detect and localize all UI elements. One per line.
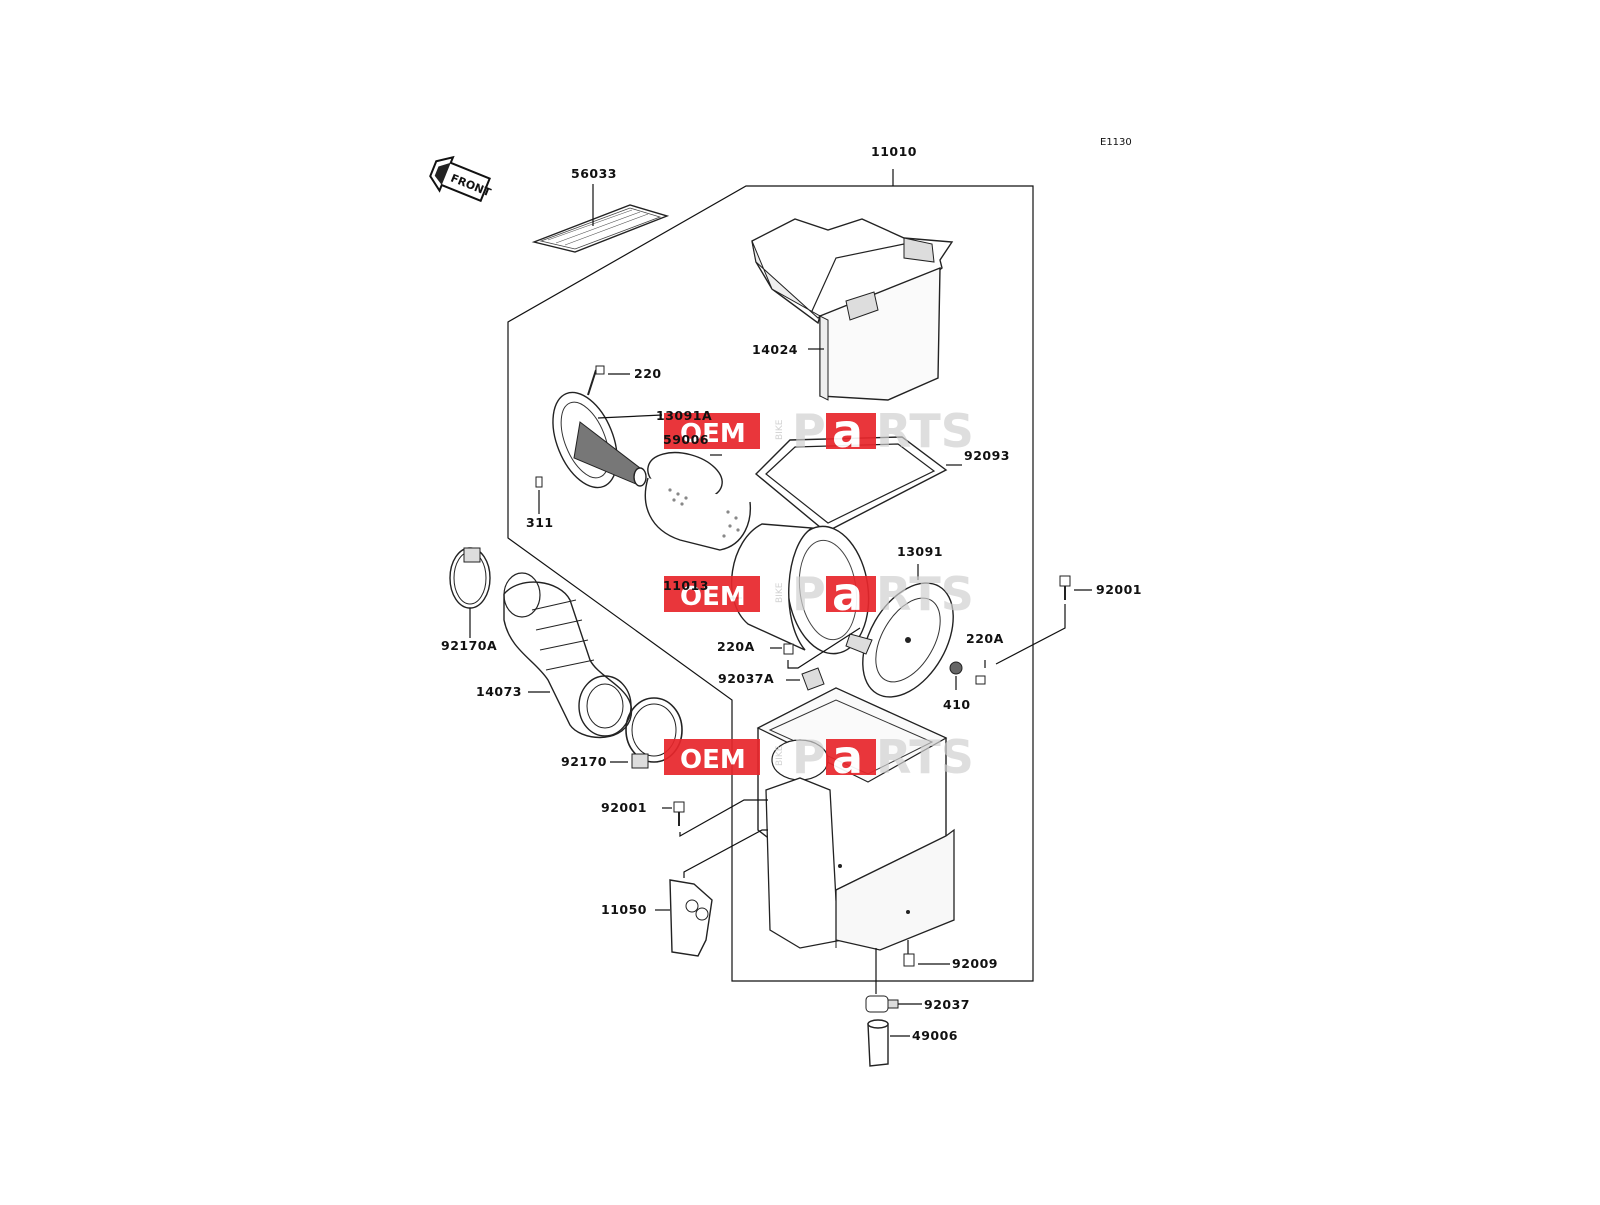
label-92170[interactable]: 92170 [561,754,607,769]
watermark-a: a [832,730,863,784]
label-92001-right[interactable]: 92001 [1096,582,1142,597]
label-92037[interactable]: 92037 [924,997,970,1012]
watermark-a: a [832,404,863,458]
label-13091[interactable]: 13091 [897,544,943,559]
label-92170A[interactable]: 92170A [441,638,497,653]
watermark-p: P [792,730,826,784]
watermark-rts: RTS [876,730,974,784]
label-56033[interactable]: 56033 [571,166,617,181]
watermark-oem: OEM [680,582,746,612]
label-11050[interactable]: 11050 [601,902,647,917]
part-14024-cover [751,218,954,401]
part-92093-gasket [754,436,962,533]
part-92001-bolt-left [662,799,768,838]
watermark-bike: BIKE [775,582,785,603]
watermark-middle: OEM BIKE P a RTS [664,567,974,621]
watermark-a: a [832,567,863,621]
watermark-p: P [792,567,826,621]
label-92037A[interactable]: 92037A [718,671,774,686]
label-220A-left[interactable]: 220A [717,639,755,654]
part-92037A-clip [786,667,825,691]
label-220[interactable]: 220 [634,366,662,381]
watermark-rts: RTS [876,567,974,621]
part-220A-screw-right [975,660,986,685]
label-11010[interactable]: 11010 [871,144,917,159]
watermark-rts: RTS [876,404,974,458]
watermark-oem: OEM [680,419,746,449]
part-14073-intake-duct [503,572,633,739]
part-92037-clamp [865,948,922,1013]
label-13091A[interactable]: 13091A [656,408,712,423]
part-lower-case [756,687,955,954]
label-220A-right[interactable]: 220A [966,631,1004,646]
watermark-oem: OEM [680,745,746,775]
watermark-top: OEM BIKE P a RTS [664,404,974,458]
label-11013[interactable]: 11013 [663,578,709,593]
watermark-p: P [792,404,826,458]
watermark-bike: BIKE [775,419,785,440]
label-14073[interactable]: 14073 [476,684,522,699]
part-92001-bolt-right [995,575,1092,665]
part-410-grommet [949,661,963,690]
label-14024[interactable]: 14024 [752,342,798,357]
part-49006-cap [867,1019,910,1067]
part-92170A-clamp [449,547,491,638]
diagram-code: E1130 [1100,137,1132,148]
part-220A-screw-left [770,627,861,669]
label-92001-left[interactable]: 92001 [601,800,647,815]
part-59006-mesh-screen [644,451,753,551]
part-220-screw [587,365,630,396]
assembly-outline [507,169,1034,982]
part-13091A-cap [535,391,663,514]
label-410[interactable]: 410 [943,697,971,712]
watermark-bottom: OEM BIKE P a RTS [664,730,974,784]
part-11050-bracket [655,829,768,957]
part-92170-clamp [610,697,683,769]
part-13091-cap [845,564,954,698]
front-arrow-icon: FRONT [429,155,493,203]
label-311[interactable]: 311 [526,515,554,530]
label-92093[interactable]: 92093 [964,448,1010,463]
watermark-bike: BIKE [775,745,785,766]
part-92009-screw [903,953,950,967]
part-56033-label-plate [531,184,670,253]
label-59006[interactable]: 59006 [663,432,709,447]
label-49006[interactable]: 49006 [912,1028,958,1043]
label-92009[interactable]: 92009 [952,956,998,971]
